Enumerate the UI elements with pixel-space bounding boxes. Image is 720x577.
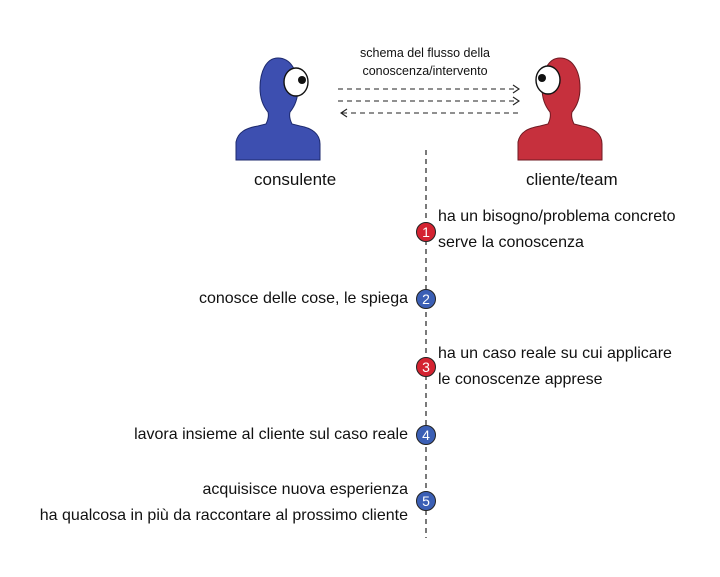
- step-5-line2: ha qualcosa in più da raccontare al pros…: [39, 507, 408, 524]
- step-3-text: ha un caso reale su cui applicare le con…: [438, 341, 672, 393]
- flow-arrows: [338, 84, 522, 118]
- step-1-line1: ha un bisogno/problema concreto: [438, 208, 676, 225]
- step-3-badge: 3: [416, 357, 436, 377]
- step-2-text: conosce delle cose, le spiega: [199, 286, 408, 312]
- step-5-line1: acquisisce nuova esperienza: [202, 481, 408, 498]
- step-1-line2: serve la conoscenza: [438, 234, 584, 251]
- step-1-badge: 1: [416, 222, 436, 242]
- client-body: [517, 57, 603, 161]
- timeline-line: [425, 150, 427, 538]
- step-4-badge: 4: [416, 425, 436, 445]
- step-3-line1: ha un caso reale su cui applicare: [438, 345, 672, 362]
- consultant-body: [235, 57, 321, 161]
- step-1-text: ha un bisogno/problema concreto serve la…: [438, 204, 676, 256]
- flow-caption: schema del flusso della conoscenza/inter…: [315, 44, 535, 80]
- step-5-badge: 5: [416, 491, 436, 511]
- step-3-line2: le conoscenze apprese: [438, 371, 603, 388]
- flow-caption-line2: conoscenza/intervento: [362, 64, 488, 78]
- consultant-figure-icon: [235, 57, 321, 161]
- step-2-badge: 2: [416, 289, 436, 309]
- client-label: cliente/team: [526, 170, 618, 189]
- step-5-text: acquisisce nuova esperienza ha qualcosa …: [40, 477, 408, 529]
- flow-caption-line1: schema del flusso della: [360, 46, 490, 60]
- step-4-line1: lavora insieme al cliente sul caso reale: [134, 426, 408, 443]
- step-2-line1: conosce delle cose, le spiega: [198, 290, 408, 307]
- step-4-text: lavora insieme al cliente sul caso reale: [134, 422, 408, 448]
- consultant-label: consulente: [254, 170, 337, 189]
- client-figure-icon: [517, 57, 603, 161]
